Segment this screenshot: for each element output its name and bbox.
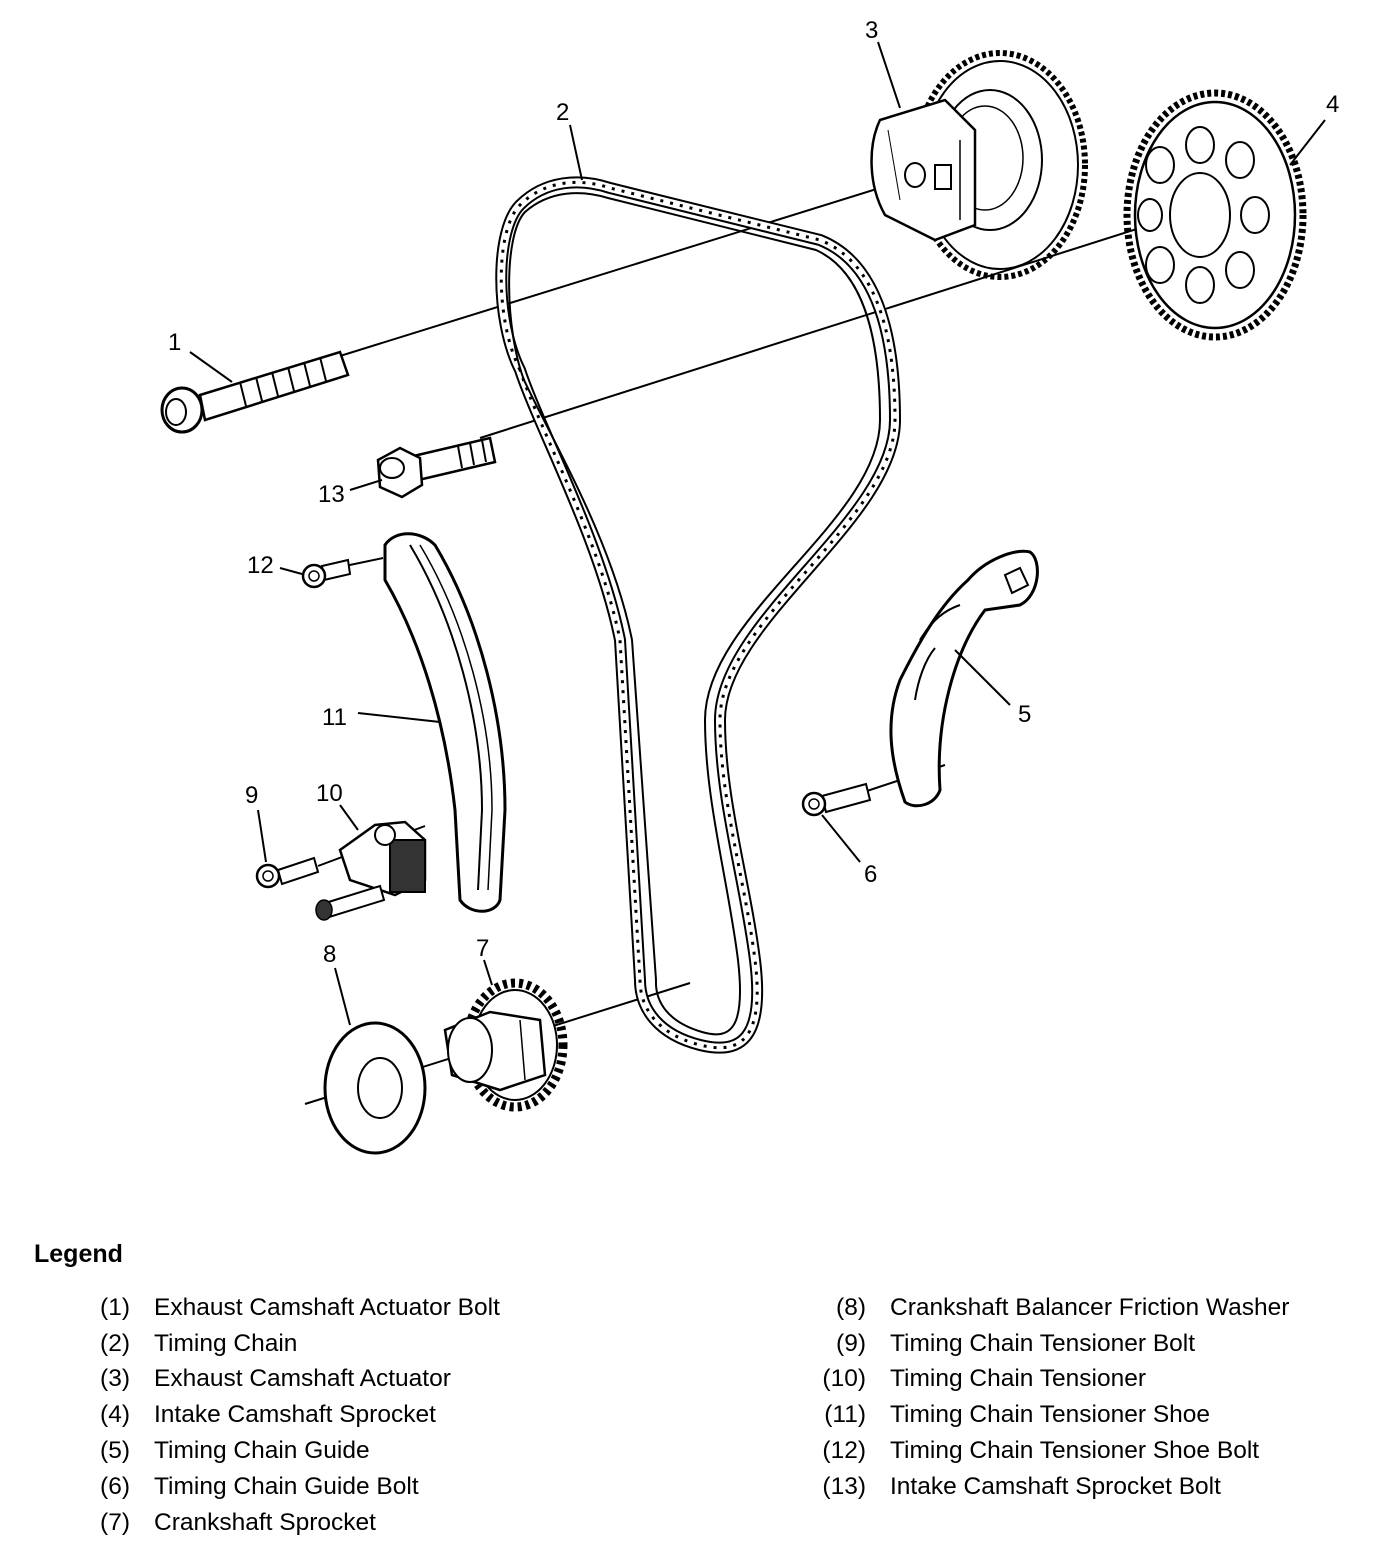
legend-item: (4) Intake Camshaft Sprocket [86, 1397, 500, 1433]
callout-labels: 1 2 3 4 5 6 7 8 9 10 11 12 13 [168, 17, 1339, 968]
legend-item: (12) Timing Chain Tensioner Shoe Bolt [816, 1433, 1289, 1469]
legend-label: Timing Chain Tensioner Shoe [890, 1401, 1211, 1429]
legend-label: Timing Chain Tensioner [890, 1365, 1147, 1393]
legend-item: (3) Exhaust Camshaft Actuator [86, 1362, 500, 1398]
legend-number: (3) [100, 1365, 130, 1393]
legend-number: (6) [100, 1472, 130, 1500]
legend-item: (10) Timing Chain Tensioner [816, 1362, 1289, 1398]
legend-label: Exhaust Camshaft Actuator Bolt [154, 1293, 500, 1321]
legend-number: (8) [836, 1293, 866, 1321]
legend-item: (11) Timing Chain Tensioner Shoe [816, 1397, 1289, 1433]
legend-label: Timing Chain Tensioner Bolt [890, 1329, 1196, 1357]
intake-camshaft-sprocket [1123, 89, 1307, 341]
timing-chain-tensioner-shoe [383, 532, 507, 913]
callout-13: 13 [318, 481, 345, 508]
timing-chain-tensioner-bolt [255, 856, 320, 889]
callout-7: 7 [476, 935, 489, 962]
callout-1: 1 [168, 329, 181, 356]
callout-3: 3 [865, 17, 878, 44]
legend-number: (7) [100, 1508, 130, 1536]
legend-number: (11) [824, 1401, 866, 1429]
callout-8: 8 [323, 941, 336, 968]
timing-chain-exploded-diagram: 1 2 3 4 5 6 7 8 9 10 11 12 13 [160, 17, 1339, 1155]
legend-number: (4) [100, 1401, 130, 1429]
legend-number: (1) [100, 1293, 130, 1321]
timing-chain-guide [889, 549, 1039, 808]
legend-label: Timing Chain [154, 1329, 298, 1357]
legend-label: Intake Camshaft Sprocket Bolt [890, 1472, 1221, 1500]
legend-label: Crankshaft Sprocket [154, 1508, 376, 1536]
timing-chain [495, 176, 902, 1054]
timing-chain-tensioner-shoe-bolt [301, 558, 352, 589]
exhaust-camshaft-actuator-bolt [160, 350, 350, 434]
legend-title: Legend [34, 1240, 123, 1268]
callout-2: 2 [556, 99, 569, 126]
legend-number: (9) [836, 1329, 866, 1357]
legend-label: Exhaust Camshaft Actuator [154, 1365, 451, 1393]
callout-12: 12 [247, 552, 274, 579]
legend-item: (13) Intake Camshaft Sprocket Bolt [816, 1469, 1289, 1505]
legend-item: (9) Timing Chain Tensioner Bolt [816, 1326, 1289, 1362]
legend-item: (8) Crankshaft Balancer Friction Washer [816, 1290, 1289, 1326]
legend-number: (12) [822, 1437, 866, 1465]
legend-number: (2) [100, 1329, 130, 1357]
legend-label: Timing Chain Guide Bolt [154, 1472, 419, 1500]
legend-label: Timing Chain Tensioner Shoe Bolt [890, 1437, 1260, 1465]
legend-item: (2) Timing Chain [86, 1326, 500, 1362]
callout-9: 9 [245, 782, 258, 809]
leader-lines [189, 41, 1326, 1026]
crankshaft-sprocket [443, 978, 568, 1112]
legend-item: (5) Timing Chain Guide [86, 1433, 500, 1469]
legend-column-right: (8) Crankshaft Balancer Friction Washer (… [816, 1290, 1289, 1505]
intake-camshaft-sprocket-bolt [376, 436, 497, 499]
legend-number: (10) [822, 1365, 866, 1393]
legend-label: Intake Camshaft Sprocket [154, 1401, 436, 1429]
exhaust-camshaft-actuator [870, 50, 1088, 280]
legend-item: (6) Timing Chain Guide Bolt [86, 1469, 500, 1505]
callout-10: 10 [316, 780, 343, 807]
crankshaft-balancer-friction-washer [323, 1021, 427, 1155]
legend-number: (5) [100, 1437, 130, 1465]
legend-number: (13) [822, 1472, 866, 1500]
callout-4: 4 [1326, 91, 1339, 118]
legend-item: (1) Exhaust Camshaft Actuator Bolt [86, 1290, 500, 1326]
legend-item: (7) Crankshaft Sprocket [86, 1505, 500, 1541]
legend-column-left: (1) Exhaust Camshaft Actuator Bolt (2) Tim… [86, 1290, 500, 1541]
timing-chain-tensioner [315, 820, 427, 921]
callout-11: 11 [322, 704, 347, 731]
legend-label: Crankshaft Balancer Friction Washer [890, 1293, 1290, 1321]
timing-chain-guide-bolt [801, 782, 872, 817]
callout-5: 5 [1018, 701, 1031, 728]
legend-label: Timing Chain Guide [154, 1437, 370, 1465]
callout-6: 6 [864, 861, 877, 888]
